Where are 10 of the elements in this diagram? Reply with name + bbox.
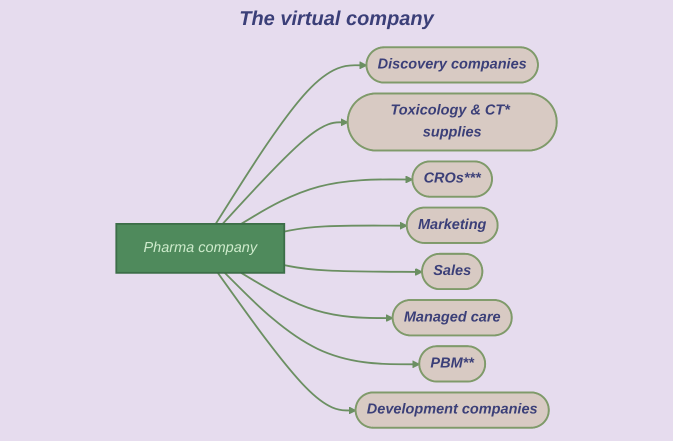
- arrow: [240, 176, 414, 225]
- arrow: [224, 272, 420, 368]
- diagram-title: The virtual company: [238, 8, 436, 31]
- arrow: [217, 272, 356, 414]
- arrow: [222, 118, 348, 225]
- arrow: [214, 61, 368, 224]
- arrow: [284, 264, 423, 276]
- arrow: [240, 272, 394, 322]
- arrow: [284, 222, 408, 232]
- node-box: Pharma company: [115, 223, 286, 274]
